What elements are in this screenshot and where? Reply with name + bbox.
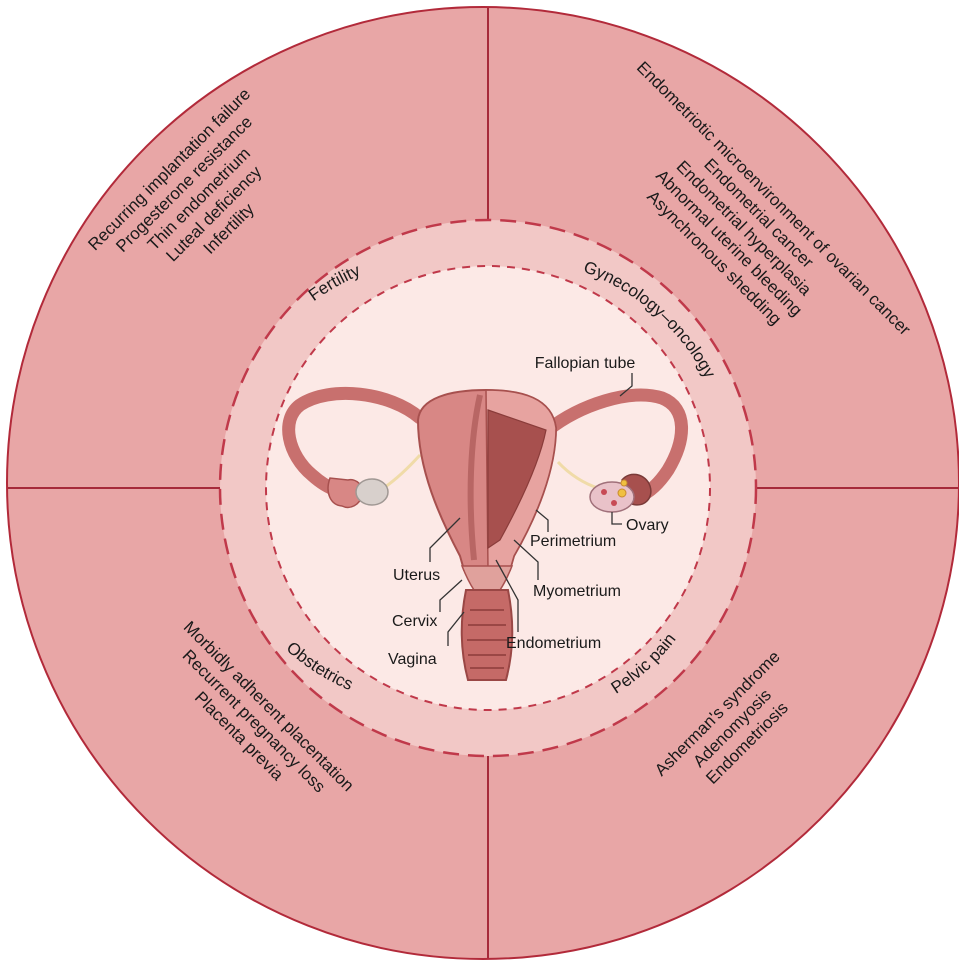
follicle (618, 489, 626, 497)
follicle (611, 500, 617, 506)
label-myometrium: Myometrium (533, 583, 621, 600)
label-perimetrium: Perimetrium (530, 533, 616, 550)
label-fallopian-tube: Fallopian tube (535, 355, 636, 372)
left-ovary (356, 479, 388, 505)
vagina (462, 590, 513, 680)
label-uterus: Uterus (393, 567, 440, 584)
follicle (621, 480, 627, 486)
follicle (601, 489, 607, 495)
label-endometrium: Endometrium (506, 635, 601, 652)
label-cervix: Cervix (392, 613, 437, 630)
label-ovary: Ovary (626, 517, 669, 534)
right-ovary (590, 482, 634, 512)
label-vagina: Vagina (388, 651, 437, 668)
